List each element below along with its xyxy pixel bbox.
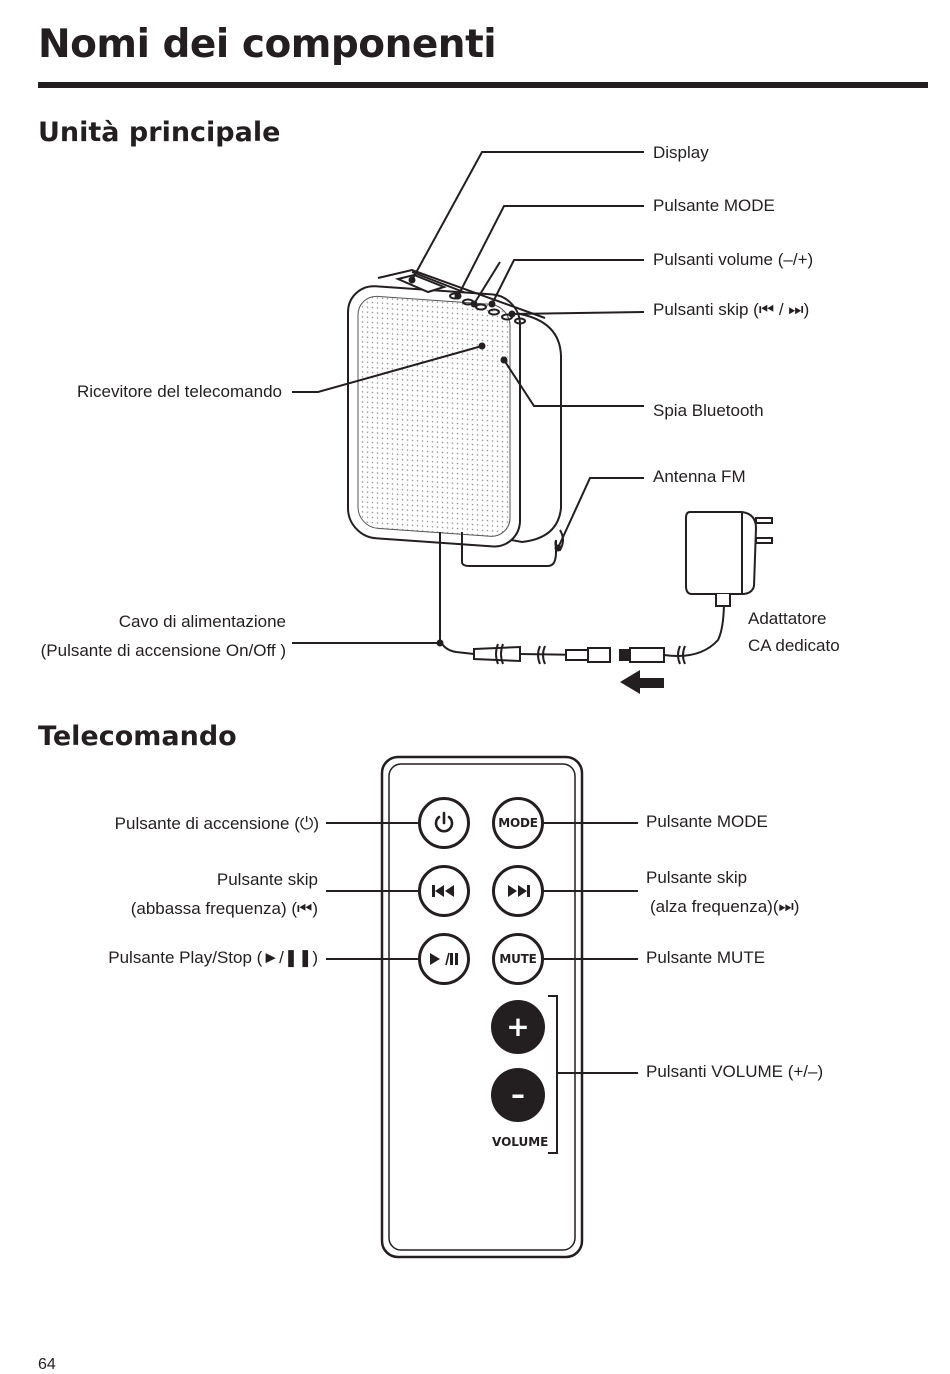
main-unit-leader-lines — [292, 151, 645, 644]
remote-volume-down-button[interactable]: – — [491, 1068, 545, 1122]
volume-up-label: + — [506, 1010, 530, 1043]
label-remote-skip-up: Pulsante skip — [646, 868, 748, 887]
remote-skip-back-button[interactable] — [418, 865, 470, 917]
remote-illustration — [380, 755, 584, 1259]
volume-bracket — [548, 995, 558, 1154]
label-fm-antenna: Antenna FM — [653, 467, 746, 486]
speaker-grille — [357, 295, 511, 537]
page-number: 64 — [38, 1356, 56, 1373]
remote-heading: Telecomando — [38, 721, 237, 752]
label-remote-volume: Pulsanti VOLUME (+/–) — [646, 1062, 824, 1081]
mute-button-label: MUTE — [499, 952, 537, 966]
label-skip-buttons: Pulsanti skip (⏮ / ⏭) — [653, 300, 810, 319]
label-remote-skip-down-note: (abbassa frequenza) (⏮) — [130, 899, 318, 918]
play-pause-icon — [430, 952, 458, 966]
remote-power-button[interactable] — [418, 797, 470, 849]
mode-button-label: MODE — [498, 816, 538, 830]
label-volume-buttons: Pulsanti volume (–/+) — [653, 250, 814, 269]
direction-arrow-icon — [620, 670, 664, 694]
remote-leader-lines — [326, 822, 638, 1074]
title-rule — [38, 82, 928, 88]
volume-down-label: – — [511, 1078, 525, 1111]
label-bluetooth-indicator: Spia Bluetooth — [653, 401, 764, 420]
label-power-cord: Cavo di alimentazione — [118, 612, 286, 631]
label-remote-power: Pulsante di accensione (⏻) — [114, 814, 319, 833]
label-remote-skip-down: Pulsante skip — [216, 870, 318, 889]
label-remote-mute: Pulsante MUTE — [646, 948, 766, 967]
label-mode-button: Pulsante MODE — [653, 196, 775, 215]
label-ac-adapter-line2: CA dedicato — [748, 636, 840, 655]
remote-play-stop-button[interactable] — [418, 933, 470, 985]
remote-mute-button[interactable]: MUTE — [492, 933, 544, 985]
ac-adapter-illustration — [685, 511, 773, 607]
label-remote-mode: Pulsante MODE — [646, 812, 768, 831]
remote-mode-button[interactable]: MODE — [492, 797, 544, 849]
page-title: Nomi dei componenti — [38, 22, 497, 67]
label-ac-adapter: Adattatore — [748, 609, 827, 628]
label-display: Display — [653, 143, 709, 162]
label-power-cord-note: (Pulsante di accensione On/Off ) — [40, 641, 286, 660]
volume-caption: VOLUME — [492, 1135, 549, 1149]
skip-back-icon — [432, 885, 454, 897]
power-icon — [434, 811, 454, 833]
remote-volume-up-button[interactable]: + — [491, 1000, 545, 1054]
main-unit-heading: Unità principale — [38, 117, 281, 148]
label-remote-skip-up-note: (alza frequenza)(⏭) — [650, 897, 800, 916]
label-remote-receiver: Ricevitore del telecomando — [76, 382, 282, 401]
label-remote-play-stop: Pulsante Play/Stop (►/❚❚) — [108, 948, 318, 967]
remote-skip-forward-button[interactable] — [492, 865, 544, 917]
speaker-illustration — [347, 268, 725, 665]
skip-forward-icon — [508, 885, 530, 897]
